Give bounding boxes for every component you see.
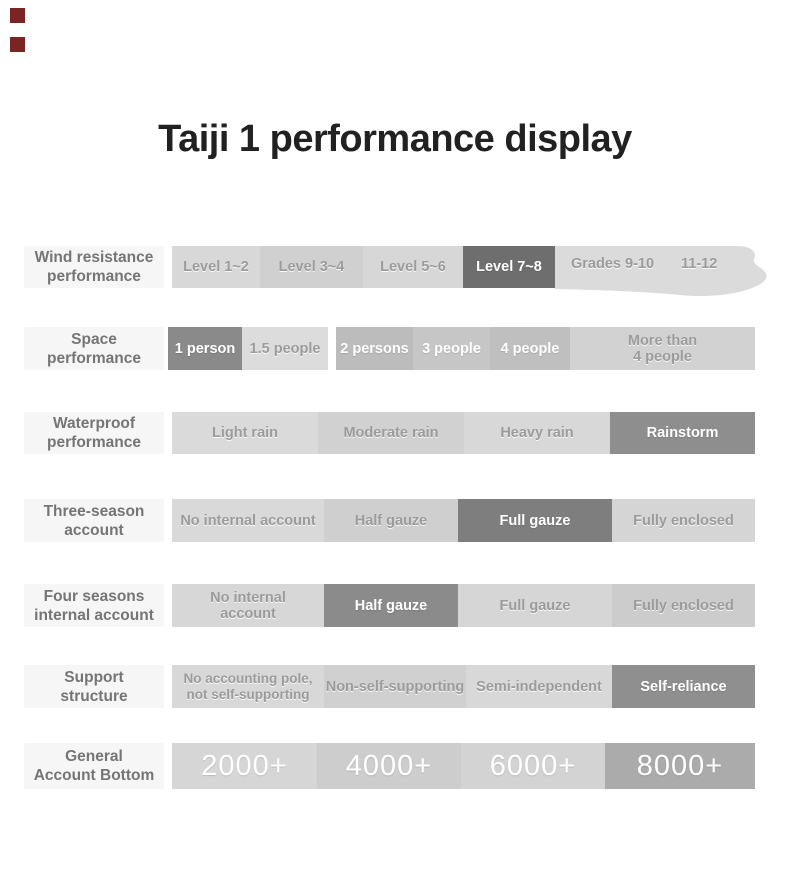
spec-cell: 4000+ [317, 743, 461, 789]
spec-bar: No internal account Half gauze Full gauz… [172, 584, 755, 627]
brush-stroke-segment: Grades 9-10 11-12 [555, 246, 767, 297]
row-label: Four seasons internal account [24, 584, 164, 627]
corner-marker-icon [10, 37, 25, 52]
spec-cell-selected: Half gauze [324, 584, 458, 627]
spec-cell: No accounting pole, not self-supporting [172, 665, 324, 708]
row-label: Wind resistance performance [24, 246, 164, 288]
spec-bar: Light rain Moderate rain Heavy rain Rain… [172, 412, 755, 454]
row-label: Space performance [24, 327, 164, 370]
spec-cell-selected: 1 person [168, 327, 242, 370]
spec-cell: No internal account [172, 584, 324, 627]
spec-bar: No accounting pole, not self-supporting … [172, 665, 755, 708]
row-label: Support structure [24, 665, 164, 708]
spec-cell-selected: Self-reliance [612, 665, 755, 708]
spec-bar: Level 1~2 Level 3~4 Level 5~6 Level 7~8 … [172, 246, 767, 297]
spec-bar: No internal account Half gauze Full gauz… [172, 499, 755, 542]
spec-cell-selected: Full gauze [458, 499, 612, 542]
spec-cell: Moderate rain [318, 412, 464, 454]
cell-gap [328, 327, 336, 370]
spec-cell: 1.5 people [242, 327, 328, 370]
corner-marker-icon [10, 8, 25, 23]
spec-cell: Level 1~2 [172, 246, 260, 288]
spec-cell: More than 4 people [570, 327, 755, 370]
spec-cell: Level 5~6 [363, 246, 463, 288]
spec-bar: 1 person 1.5 people 2 persons 3 people 4… [168, 327, 755, 370]
spec-cell: 2 persons [336, 327, 413, 370]
spec-cell: Level 3~4 [260, 246, 363, 288]
spec-cell: Fully enclosed [612, 499, 755, 542]
spec-cell: Grades 9-10 [571, 256, 655, 272]
row-label: Three-season account [24, 499, 164, 542]
spec-cell: Semi-independent [466, 665, 612, 708]
spec-cell: Non-self-supporting [324, 665, 466, 708]
spec-cell: Heavy rain [464, 412, 610, 454]
spec-cell: 3 people [413, 327, 490, 370]
spec-cell: 6000+ [461, 743, 605, 789]
spec-cell-selected: Level 7~8 [463, 246, 555, 288]
spec-cell: Half gauze [324, 499, 458, 542]
spec-cell: 2000+ [172, 743, 317, 789]
spec-cell: Full gauze [458, 584, 612, 627]
spec-cell: 4 people [490, 327, 570, 370]
spec-cell-selected: 8000+ [605, 743, 755, 789]
spec-bar: 2000+ 4000+ 6000+ 8000+ [172, 743, 755, 789]
brush-stroke-shape [555, 246, 767, 297]
spec-cell: Fully enclosed [612, 584, 755, 627]
spec-cell: 11-12 [681, 256, 718, 272]
row-label: General Account Bottom [24, 743, 164, 789]
page-title: Taiji 1 performance display [158, 118, 632, 160]
spec-cell: No internal account [172, 499, 324, 542]
row-label: Waterproof performance [24, 412, 164, 454]
spec-cell-selected: Rainstorm [610, 412, 755, 454]
spec-cell: Light rain [172, 412, 318, 454]
